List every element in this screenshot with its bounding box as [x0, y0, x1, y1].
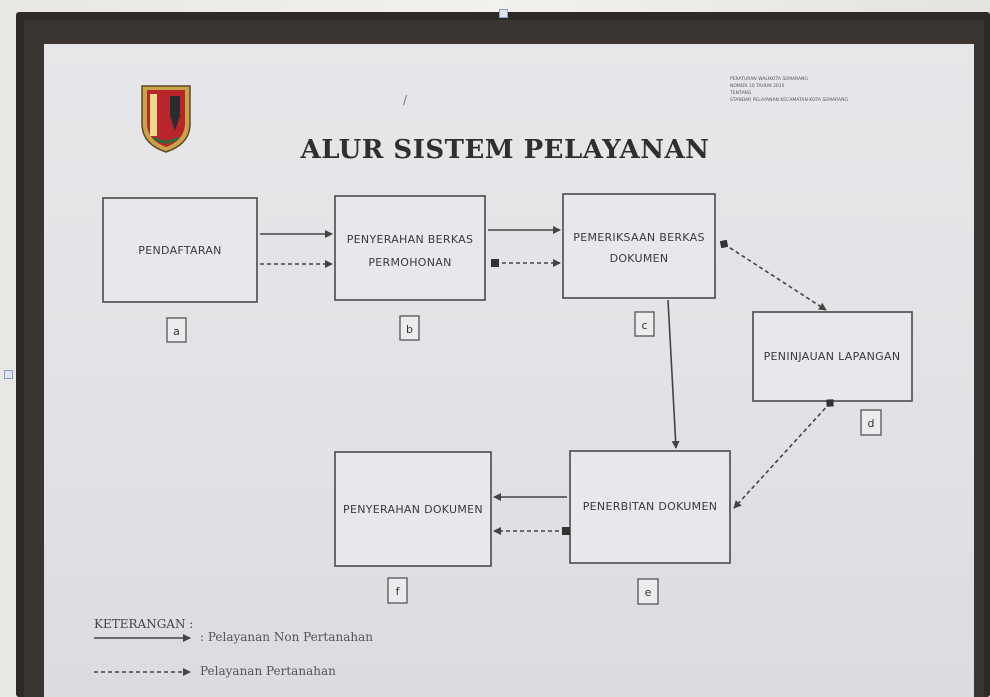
selection-handle-left[interactable] [4, 370, 13, 379]
edge-d-e-dashed [733, 399, 834, 509]
node-b-label-line-1: PENYERAHAN BERKAS [347, 233, 474, 246]
node-e: PENERBITAN DOKUMEN [569, 450, 731, 564]
tag-b: b [399, 315, 420, 341]
page-title: ALUR SISTEM PELAYANAN [300, 135, 710, 165]
header-note-line-4: STANDAR PELAYANAN KECAMATAN KOTA SEMARAN… [730, 97, 848, 103]
svg-text:d: d [868, 417, 875, 430]
stray-mark: / [403, 93, 408, 107]
node-f-label: PENYERAHAN DOKUMEN [343, 503, 483, 516]
legend-title: KETERANGAN : [94, 617, 193, 631]
node-a-box [102, 197, 258, 303]
node-e-label: PENERBITAN DOKUMEN [583, 500, 717, 513]
node-b: PENYERAHAN BERKAS PERMOHONAN [334, 195, 486, 301]
node-f: PENYERAHAN DOKUMEN [334, 451, 492, 567]
node-c: PEMERIKSAAN BERKAS DOKUMEN [562, 193, 716, 299]
node-f-box [334, 451, 492, 567]
node-b-box [334, 195, 486, 301]
node-b-label-line-2: PERMOHONAN [368, 256, 451, 269]
header-note-line-2: NOMOR 10 TAHUN 2015 [730, 83, 785, 89]
node-c-label-line-1: PEMERIKSAAN BERKAS [573, 231, 704, 244]
legend-solid-label: : Pelayanan Non Pertanahan [200, 630, 373, 644]
selection-handle-top[interactable] [499, 9, 508, 18]
edge-c-d-dashed [719, 239, 827, 311]
header-note-line-3: TENTANG [729, 90, 752, 96]
svg-text:a: a [173, 325, 180, 338]
tag-c: c [634, 311, 655, 337]
node-c-label-line-2: DOKUMEN [610, 252, 669, 265]
header-note-line-1: PERATURAN WALIKOTA SEMARANG [730, 76, 808, 82]
tag-a: a [166, 317, 187, 343]
node-d: PENINJAUAN LAPANGAN [752, 311, 913, 402]
header-note: PERATURAN WALIKOTA SEMARANG NOMOR 10 TAH… [729, 76, 848, 103]
tag-d: d [860, 409, 882, 436]
tag-e: e [637, 578, 659, 605]
node-e-box [569, 450, 731, 564]
legend-dashed-label: Pelayanan Pertanahan [200, 664, 336, 678]
node-a-label: PENDAFTARAN [138, 244, 221, 257]
node-c-box [562, 193, 716, 299]
node-a: PENDAFTARAN [102, 197, 258, 303]
tag-f: f [387, 577, 408, 604]
node-d-label: PENINJAUAN LAPANGAN [764, 350, 901, 363]
legend: KETERANGAN : : Pelayanan Non Pertanahan … [94, 617, 373, 678]
node-d-box [752, 311, 913, 402]
svg-text:c: c [641, 319, 647, 332]
svg-text:f: f [396, 585, 401, 598]
svg-text:b: b [406, 323, 413, 336]
svg-text:e: e [645, 586, 652, 599]
edge-c-e-solid [667, 299, 680, 449]
semarang-crest-icon [141, 85, 191, 153]
